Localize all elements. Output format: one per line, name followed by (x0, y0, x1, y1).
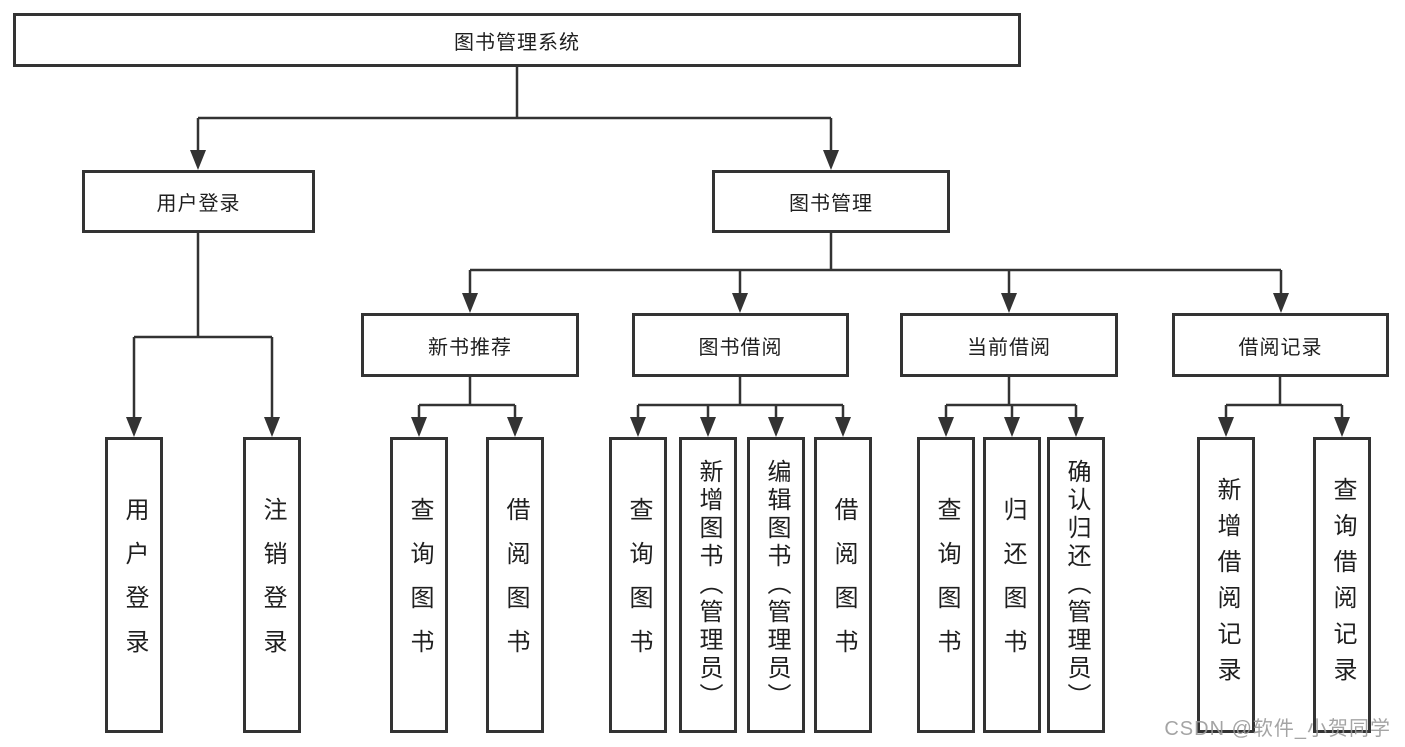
leaf-confirm-return-admin: 确认归还（管理员） (1047, 437, 1105, 733)
leaf-query-books-recommend: 查询图书 (390, 437, 448, 733)
node-current-borrow: 当前借阅 (900, 313, 1118, 377)
leaf-logout: 注销登录 (243, 437, 301, 733)
leaf-borrow-books: 借阅图书 (814, 437, 872, 733)
node-root: 图书管理系统 (13, 13, 1021, 67)
arrowheads (126, 150, 1350, 437)
leaf-edit-book-admin: 编辑图书（管理员） (747, 437, 805, 733)
node-borrow-records: 借阅记录 (1172, 313, 1389, 377)
leaf-query-borrow-record: 查询借阅记录 (1313, 437, 1371, 733)
edge-strokes (132, 67, 1344, 427)
leaf-query-books-current: 查询图书 (917, 437, 975, 733)
leaf-borrow-books-recommend: 借阅图书 (486, 437, 544, 733)
leaf-user-login: 用户登录 (105, 437, 163, 733)
leaf-add-borrow-record: 新增借阅记录 (1197, 437, 1255, 733)
node-user-login: 用户登录 (82, 170, 315, 233)
node-new-book-recommend: 新书推荐 (361, 313, 579, 377)
leaf-return-book: 归还图书 (983, 437, 1041, 733)
leaf-add-book-admin: 新增图书（管理员） (679, 437, 737, 733)
leaf-query-books-borrow: 查询图书 (609, 437, 667, 733)
node-book-borrow: 图书借阅 (632, 313, 849, 377)
node-book-management: 图书管理 (712, 170, 950, 233)
